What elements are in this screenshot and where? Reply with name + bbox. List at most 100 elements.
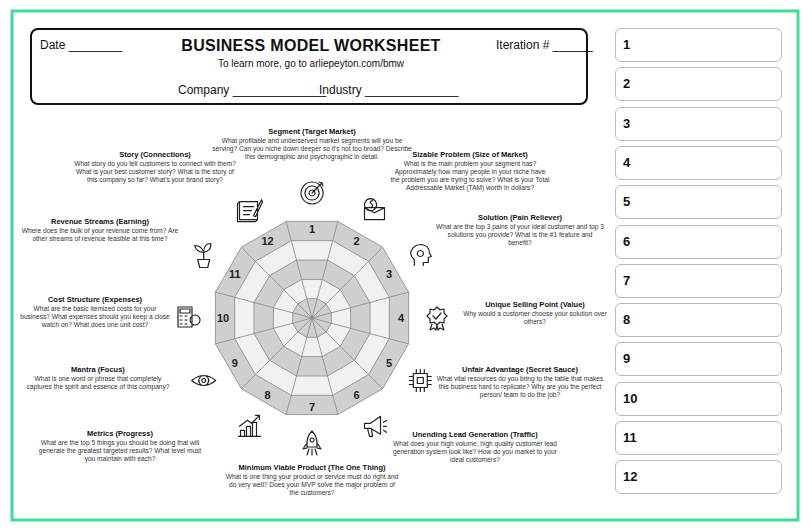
worksheet-title: BUSINESS MODEL WORKSHEET — [181, 37, 440, 55]
box-number: 3 — [623, 116, 630, 131]
section-question: What are the top 5 things you should be … — [35, 439, 205, 463]
section-question: What is one word or phrase that complete… — [23, 375, 173, 391]
web-number: 6 — [353, 389, 359, 401]
icon-stroke — [365, 416, 387, 436]
spider-web — [215, 221, 408, 414]
section-icon — [411, 245, 432, 266]
website-note: To learn more, go to arliepeyton.com/bmw — [218, 58, 404, 69]
company-field: Company ______________ — [178, 83, 326, 97]
section-text: Revenue Streams (Earning)Where does the … — [20, 217, 180, 243]
page-frame — [12, 11, 798, 520]
section-question: Where does the bulk of your revenue come… — [20, 227, 180, 243]
iteration-field: Iteration # ______ — [496, 38, 593, 52]
header-box: BUSINESS MODEL WORKSHEETDate ________Ite… — [30, 28, 588, 105]
answer-box: 5 — [615, 185, 782, 219]
web-spoke — [312, 318, 338, 415]
icon-stroke — [301, 182, 323, 204]
answer-box: 3 — [615, 107, 782, 141]
answer-box: 12 — [615, 460, 782, 494]
section-text: Minimum Viable Product (The One Thing)Wh… — [225, 463, 400, 497]
section-text: Cost Structure (Expenses)What are the ba… — [20, 295, 170, 329]
icon-stroke — [238, 200, 263, 222]
section-question: What does your high volume, high quality… — [390, 440, 560, 464]
section-icon — [365, 416, 387, 436]
answer-box: 8 — [615, 303, 782, 337]
answer-box: 10 — [615, 382, 782, 416]
section-text: Sizable Problem (Size of Market)What is … — [390, 150, 550, 192]
web-number: 11 — [229, 268, 241, 280]
section-heading: Minimum Viable Product (The One Thing) — [225, 463, 400, 472]
section-icon — [195, 244, 211, 268]
section-heading: Revenue Streams (Earning) — [20, 217, 180, 226]
box-number: 12 — [623, 469, 637, 484]
answer-box: 9 — [615, 342, 782, 376]
section-icon — [365, 199, 385, 220]
icon-ring — [178, 182, 447, 455]
section-icon — [303, 431, 321, 455]
answer-box: 6 — [615, 225, 782, 259]
industry-field: Industry ______________ — [319, 83, 458, 97]
web-spoke — [312, 318, 409, 344]
section-heading: Unending Lead Generation (Traffic) — [390, 430, 560, 439]
box-number: 9 — [623, 351, 630, 366]
section-heading: Cost Structure (Expenses) — [20, 295, 170, 304]
web-number: 10 — [217, 312, 229, 324]
box-number: 10 — [623, 391, 637, 406]
section-question: What are the top 3 pains of your ideal c… — [435, 223, 605, 247]
web-ring — [215, 221, 408, 414]
web-spoke — [312, 221, 338, 318]
box-number: 6 — [623, 234, 630, 249]
icon-stroke — [303, 431, 321, 455]
section-text: Solution (Pain Reliever)What are the top… — [435, 213, 605, 247]
icon-stroke — [411, 245, 432, 266]
box-number: 8 — [623, 312, 630, 327]
web-spoke — [312, 292, 409, 318]
answer-box: 1 — [615, 28, 782, 62]
section-icon — [239, 415, 261, 436]
web-spoke — [312, 318, 383, 389]
section-icon — [238, 200, 263, 222]
section-heading: Unique Selling Point (Value) — [456, 300, 614, 309]
web-number: 4 — [398, 312, 404, 324]
section-heading: Mantra (Focus) — [23, 365, 173, 374]
section-question: What are the basic itemized costs for yo… — [20, 305, 170, 329]
web-number: 8 — [264, 389, 270, 401]
web-spoke — [215, 318, 312, 344]
web-spoke — [286, 318, 312, 415]
answer-box: 7 — [615, 264, 782, 298]
section-question: What is the main problem your segment ha… — [390, 160, 550, 192]
icon-stroke — [365, 199, 385, 220]
section-icon — [409, 370, 431, 392]
answer-box: 11 — [615, 421, 782, 455]
section-text: Unending Lead Generation (Traffic)What d… — [390, 430, 560, 464]
section-text: Metrics (Progress)What are the top 5 thi… — [35, 429, 205, 463]
section-text: Unique Selling Point (Value)Why would a … — [456, 300, 614, 326]
section-icon — [427, 307, 447, 330]
box-number: 5 — [623, 194, 630, 209]
web-number: 7 — [309, 401, 315, 413]
web-number: 1 — [309, 223, 315, 235]
web-number: 12 — [261, 235, 273, 247]
icon-stroke — [192, 376, 216, 386]
section-heading: Story (Connections) — [70, 150, 240, 159]
box-number: 2 — [623, 76, 630, 91]
section-heading: Segment (Target Market) — [212, 127, 412, 136]
web-number: 3 — [386, 268, 392, 280]
icon-stroke — [195, 244, 211, 268]
section-icon — [301, 182, 323, 204]
section-question: What vital resources do you bring to the… — [435, 375, 605, 399]
section-question: What profitable and underserved market s… — [212, 137, 412, 161]
web-spoke — [241, 247, 312, 318]
section-text: Story (Connections)What story do you tel… — [70, 150, 240, 184]
web-number: 2 — [353, 235, 359, 247]
section-heading: Solution (Pain Reliever) — [435, 213, 605, 222]
section-question: Why would a customer choose your solutio… — [456, 310, 614, 326]
box-number: 4 — [623, 155, 630, 170]
box-number: 1 — [623, 37, 630, 52]
box-number: 7 — [623, 273, 630, 288]
icon-stroke — [427, 307, 447, 330]
web-spoke — [286, 221, 312, 318]
icon-stroke — [239, 415, 261, 436]
section-heading: Metrics (Progress) — [35, 429, 205, 438]
